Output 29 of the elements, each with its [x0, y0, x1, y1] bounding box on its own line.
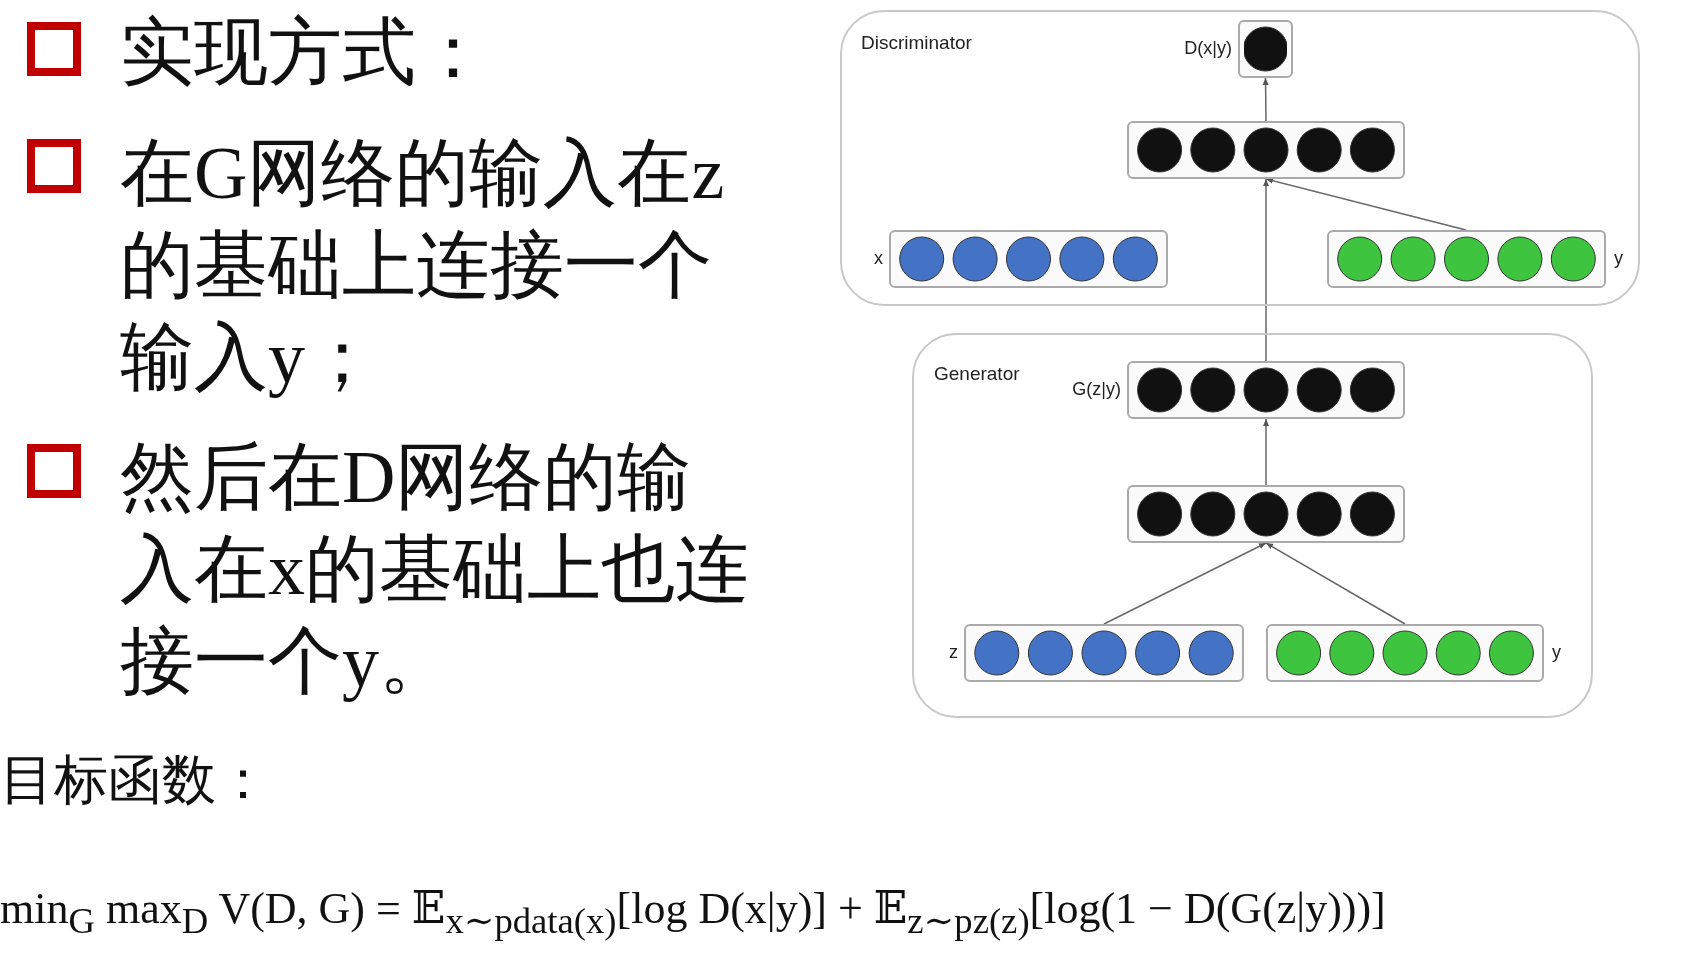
layer-label: G(z|y): [1072, 379, 1121, 400]
layer-label: D(x|y): [1184, 38, 1232, 59]
layer-box: [889, 230, 1168, 288]
arrow: [1262, 77, 1269, 122]
formula: min$_{G}$ max$_{D}$ V(D, G) = 𝔼$_{x∼pdata(x)}$[log D(x|y)] + 𝔼$_{z∼pz(z)}$[log(1 − D(G(z|y)))]: [0, 883, 1386, 943]
panel-title: Generator: [934, 363, 1020, 385]
arrow: [1263, 418, 1269, 486]
layer-box: [964, 624, 1244, 682]
arrow: [1103, 542, 1267, 625]
layer-label: x: [874, 248, 883, 269]
layer-box: [1127, 361, 1405, 419]
layer-label: y: [1614, 248, 1623, 269]
bullet-text: 然后在D网络的输入在x的基础上也连接一个y。: [120, 435, 750, 704]
network-panel: [840, 10, 1640, 306]
arrow: [1263, 178, 1269, 362]
arrow: [1265, 542, 1406, 625]
bullet-text: 实现方式：: [120, 10, 491, 95]
layer-box: [1127, 121, 1405, 179]
layer-label: z: [949, 642, 958, 663]
bullet-text: 在G网络的输入在z的基础上连接一个输入y；: [120, 131, 726, 400]
heading-text: 目标函数：: [0, 749, 270, 812]
panel-title: Discriminator: [861, 32, 972, 54]
layer-label: y: [1552, 642, 1561, 663]
layer-box: [1266, 624, 1544, 682]
arrow: [1265, 177, 1467, 231]
layer-box: [1238, 20, 1293, 78]
network-panel: [912, 333, 1593, 718]
layer-box: [1327, 230, 1606, 288]
layer-box: [1127, 485, 1405, 543]
